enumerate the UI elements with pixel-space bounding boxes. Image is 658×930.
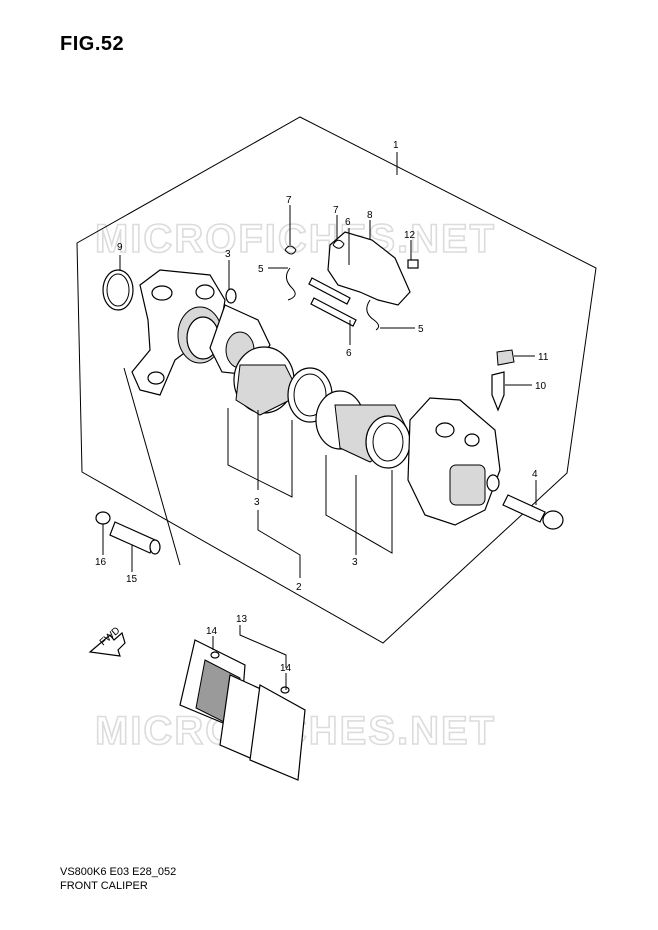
callout-5-left: 5 [258, 264, 264, 275]
cap [102, 269, 134, 311]
diagram-code: VS800K6 E03 E28_052 [60, 866, 177, 878]
callout-5-right: 5 [418, 324, 424, 335]
pad-pin-upper [308, 277, 351, 305]
callout-4: 4 [532, 469, 538, 480]
callout-12: 12 [404, 230, 416, 241]
piston-left [233, 346, 333, 423]
callout-6-top: 6 [345, 217, 351, 228]
pad-pin-lower [310, 297, 357, 327]
callout-2: 2 [296, 582, 302, 593]
mounting-bolt [502, 494, 564, 530]
nut [95, 511, 111, 525]
piston-right [315, 390, 411, 469]
callout-3-right: 3 [352, 557, 358, 568]
pin-clip-b [332, 239, 345, 249]
watermark-top: MICROFICHES.NET [95, 217, 496, 261]
callout-7-right: 7 [333, 205, 339, 216]
diagram-name: FRONT CALIPER [60, 880, 148, 892]
brake-pad-set [179, 639, 306, 781]
bleeder-valve [491, 371, 505, 412]
callout-9: 9 [117, 242, 123, 253]
fwd-arrow-icon: FWD [88, 625, 126, 657]
caliper-body [407, 397, 501, 526]
figure-title: FIG.52 [60, 33, 125, 55]
callout-10: 10 [535, 381, 547, 392]
leader-lines [102, 152, 537, 690]
callout-11: 11 [538, 352, 549, 363]
callout-15: 15 [126, 574, 138, 585]
callout-7-left: 7 [286, 195, 292, 206]
screw-small [407, 259, 419, 269]
callout-14-left: 14 [206, 626, 218, 637]
pin-clip-a [284, 245, 297, 255]
callout-1: 1 [393, 140, 399, 151]
clip-right [366, 299, 380, 331]
callout-14-right: 14 [280, 663, 292, 674]
callout-8: 8 [367, 210, 373, 221]
slide-pin [109, 521, 161, 555]
bleeder-cap [496, 349, 515, 366]
callout-16: 16 [95, 557, 107, 568]
callout-3-top: 3 [225, 249, 231, 260]
seal-ring [225, 288, 237, 304]
callout-6-bottom: 6 [346, 348, 352, 359]
callout-3-left: 3 [254, 497, 260, 508]
callout-13: 13 [236, 614, 248, 625]
clip-left [286, 267, 296, 301]
assembly-outline [76, 116, 597, 644]
